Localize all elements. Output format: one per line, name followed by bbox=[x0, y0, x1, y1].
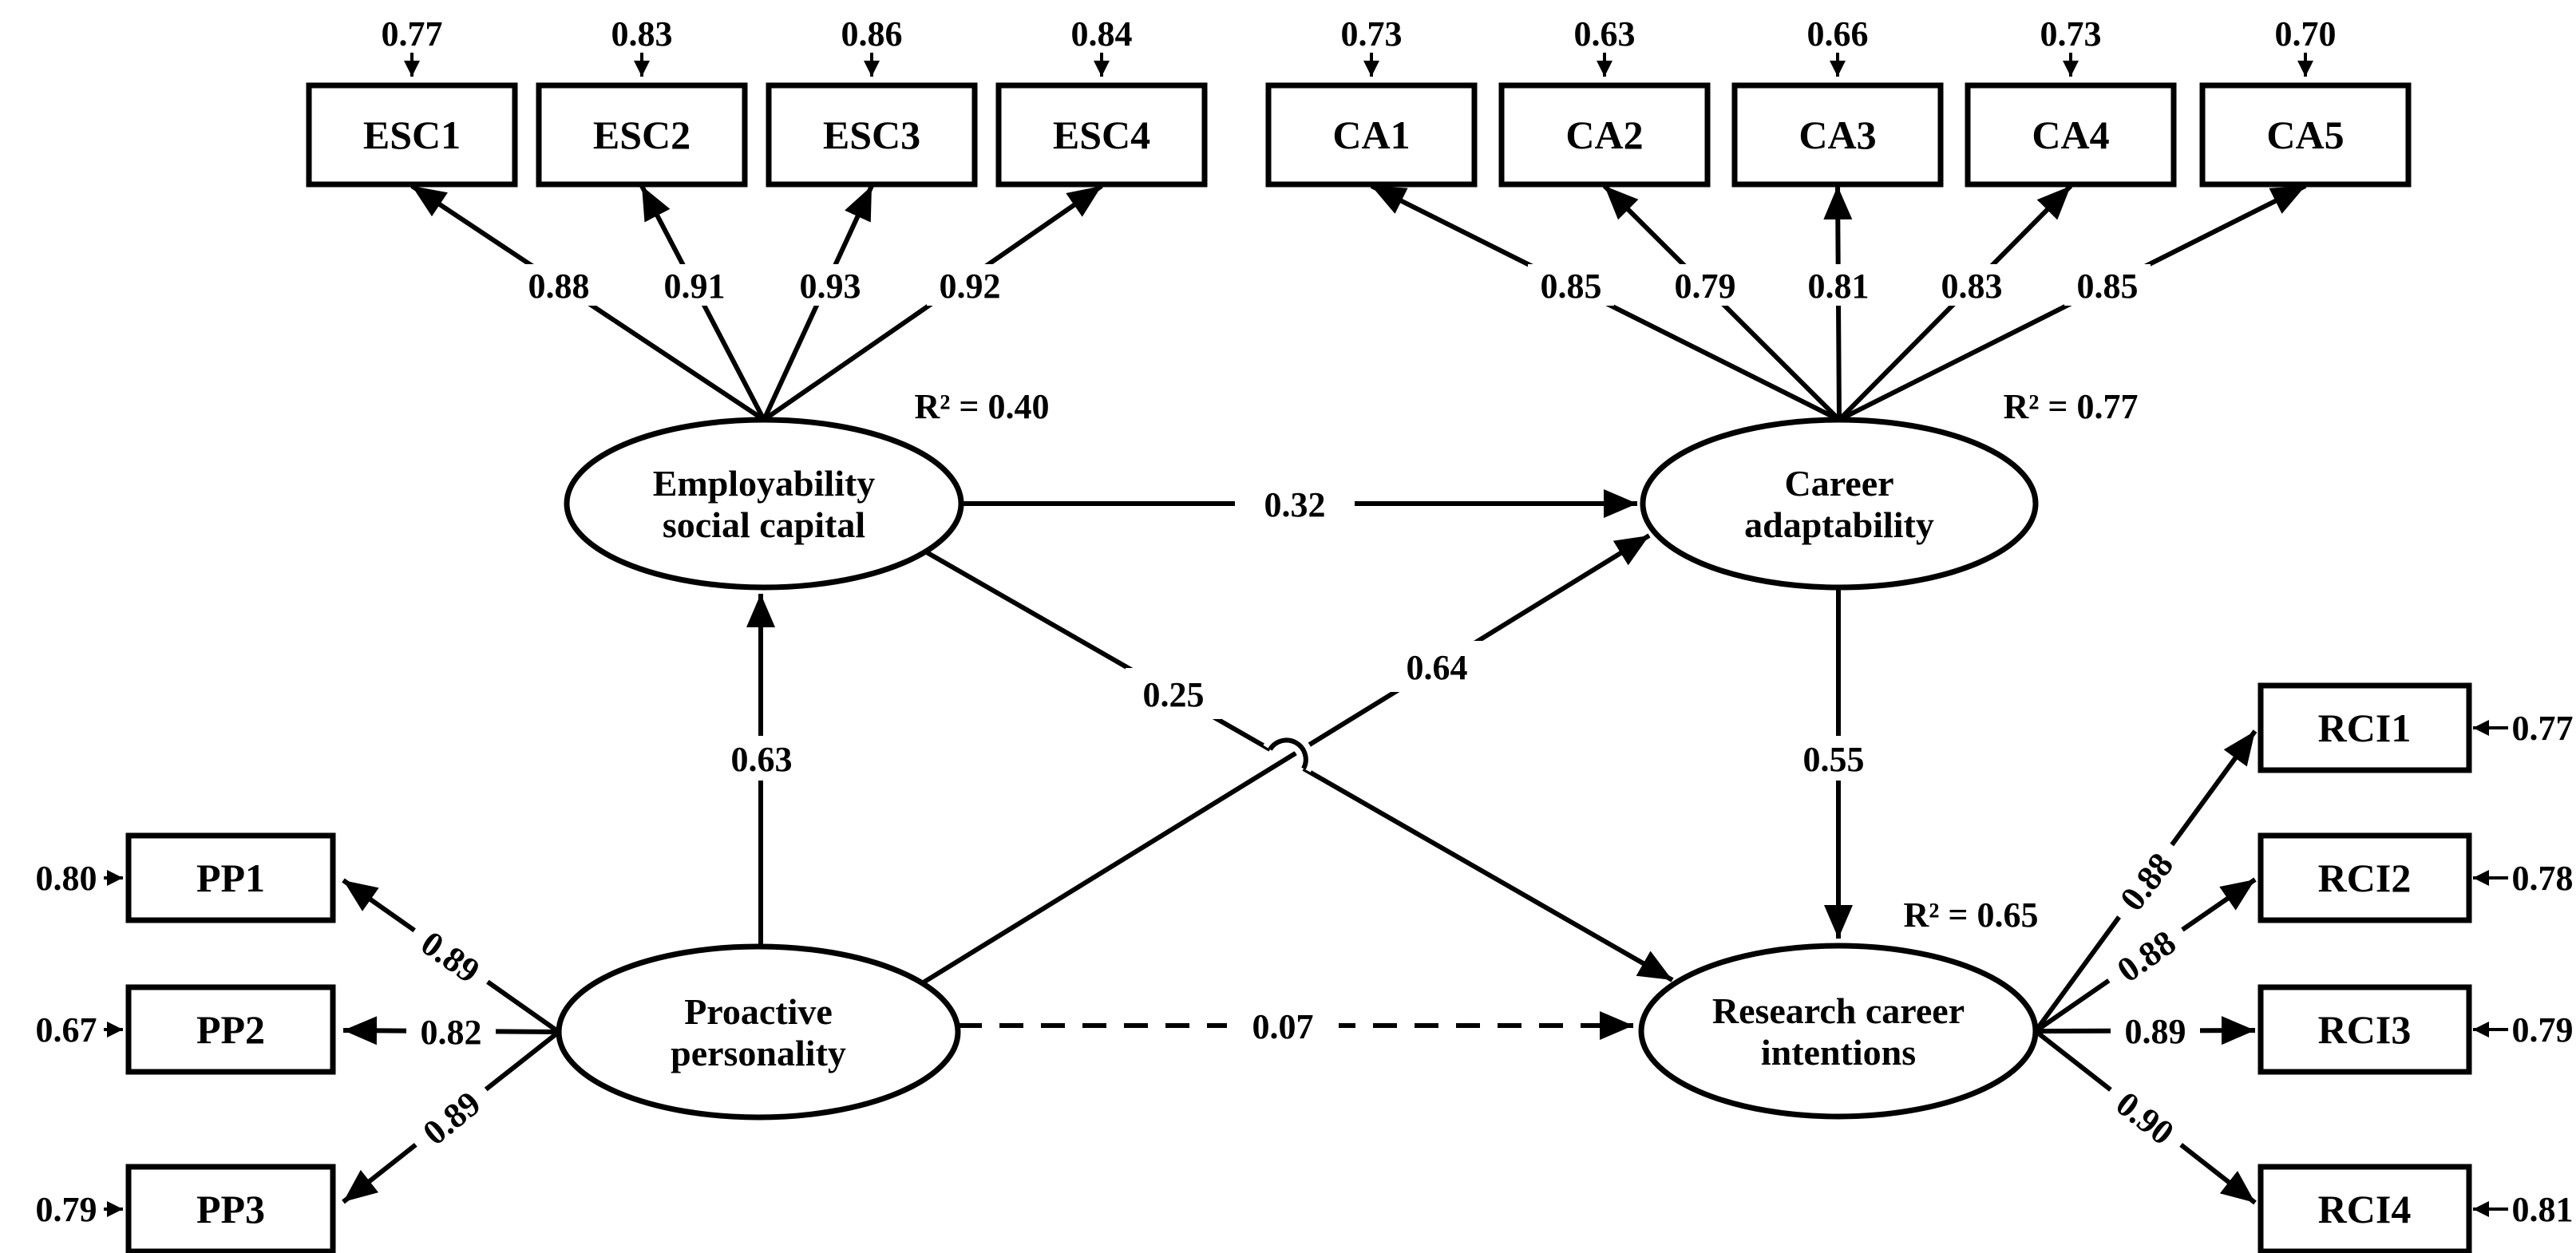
loading-value-rci3: 0.89 bbox=[2125, 1012, 2186, 1051]
indicator-label-esc1: ESC1 bbox=[363, 113, 461, 157]
indicator-box-rci4 bbox=[2257, 1164, 2472, 1253]
indicator-label-esc3: ESC3 bbox=[823, 113, 920, 157]
indicator-label-ca5: CA5 bbox=[2266, 113, 2344, 157]
indicator-box-ca1 bbox=[1265, 82, 1478, 188]
latent-label-ca-line2: adaptability bbox=[1744, 504, 1934, 545]
r2-labels: R² = 0.40 R² = 0.77 R² = 0.65 bbox=[914, 387, 2138, 935]
path-coefficients: 0.63 0.32 0.25 0.64 0.07 0.55 bbox=[718, 480, 1880, 1048]
latent-label-ca-line1: Career bbox=[1784, 463, 1893, 504]
latent-ellipse-rci bbox=[1638, 943, 2039, 1120]
error-value-esc1: 0.77 bbox=[382, 14, 443, 53]
error-value-esc2: 0.83 bbox=[611, 14, 673, 53]
path-coefficient-ca-rci: 0.55 bbox=[1803, 740, 1865, 779]
line-crossing-hop bbox=[1268, 737, 1308, 770]
indicator-box-esc2 bbox=[536, 82, 748, 188]
path-coefficient-pp-rci: 0.07 bbox=[1252, 1007, 1314, 1046]
top-error-values: 0.77 0.83 0.86 0.84 0.73 0.63 0.66 0.73 … bbox=[382, 14, 2337, 53]
indicator-label-ca1: CA1 bbox=[1332, 113, 1410, 157]
top-error-arrows bbox=[404, 53, 2313, 77]
latent-label-pp-line1: Proactive bbox=[684, 991, 833, 1032]
indicator-label-esc2: ESC2 bbox=[593, 113, 690, 157]
indicator-box-esc4 bbox=[995, 82, 1208, 188]
error-value-pp3: 0.79 bbox=[36, 1190, 97, 1229]
path-coefficient-pp-ca: 0.64 bbox=[1407, 648, 1468, 687]
latent-label-esc-line1: Employability bbox=[653, 463, 876, 504]
indicator-box-rci3 bbox=[2257, 984, 2472, 1075]
r2-label-esc: R² = 0.40 bbox=[914, 387, 1049, 426]
error-value-esc3: 0.86 bbox=[841, 14, 903, 53]
latent-label-pp-line2: personality bbox=[671, 1033, 846, 1073]
error-value-rci2: 0.78 bbox=[2512, 859, 2574, 898]
error-value-rci1: 0.77 bbox=[2512, 709, 2574, 748]
error-value-esc4: 0.84 bbox=[1071, 14, 1133, 53]
error-value-pp1: 0.80 bbox=[36, 859, 97, 898]
indicator-label-rci1: RCI1 bbox=[2318, 706, 2412, 750]
latent-ellipse-ca bbox=[1640, 417, 2039, 591]
latent-ellipse-pp bbox=[556, 943, 961, 1121]
error-value-ca3: 0.66 bbox=[1807, 14, 1869, 53]
loading-value-ca4: 0.83 bbox=[1941, 267, 2003, 306]
path-arrow-esc-rci-upper-segment bbox=[924, 549, 1272, 752]
side-error-values: 0.80 0.67 0.79 0.77 0.78 0.79 0.81 bbox=[36, 709, 2574, 1229]
indicator-box-ca5 bbox=[2199, 82, 2412, 188]
indicator-label-pp3: PP3 bbox=[196, 1187, 265, 1231]
latent-ellipses bbox=[556, 417, 2039, 1121]
indicator-box-rci1 bbox=[2257, 682, 2472, 773]
error-value-pp2: 0.67 bbox=[36, 1010, 97, 1049]
loading-value-esc1: 0.88 bbox=[528, 267, 590, 306]
path-coefficient-pp-esc: 0.63 bbox=[731, 740, 793, 779]
indicator-box-ca2 bbox=[1498, 82, 1711, 188]
indicator-box-pp3 bbox=[125, 1164, 336, 1253]
error-value-ca1: 0.73 bbox=[1341, 14, 1403, 53]
path-arrow-esc-rci-lower-segment bbox=[1302, 766, 1674, 982]
indicator-label-rci2: RCI2 bbox=[2318, 856, 2412, 900]
indicator-box-esc3 bbox=[766, 82, 978, 188]
error-value-ca5: 0.70 bbox=[2275, 14, 2337, 53]
latent-labels: Employability social capital Career adap… bbox=[653, 463, 1965, 1073]
indicator-box-pp1 bbox=[125, 832, 336, 923]
indicator-label-pp2: PP2 bbox=[196, 1007, 265, 1052]
loading-value-ca3: 0.81 bbox=[1808, 267, 1870, 306]
indicator-label-rci3: RCI3 bbox=[2318, 1007, 2412, 1052]
loading-value-ca2: 0.79 bbox=[1675, 267, 1736, 306]
loading-value-esc2: 0.91 bbox=[664, 267, 726, 306]
loading-value-ca5: 0.85 bbox=[2077, 267, 2139, 306]
latent-label-esc-line2: social capital bbox=[663, 504, 865, 545]
loading-value-esc3: 0.93 bbox=[800, 267, 861, 306]
loading-value-esc4: 0.92 bbox=[940, 267, 1001, 306]
latent-label-rci-line2: intentions bbox=[1761, 1032, 1916, 1073]
latent-label-rci-line1: Research career bbox=[1712, 990, 1965, 1031]
r2-label-ca: R² = 0.77 bbox=[2003, 387, 2138, 426]
indicator-label-ca3: CA3 bbox=[1798, 113, 1876, 157]
side-error-arrows bbox=[104, 720, 2508, 1217]
loading-value-pp2: 0.82 bbox=[421, 1013, 482, 1052]
r2-label-rci: R² = 0.65 bbox=[1903, 895, 2038, 935]
path-arrow-pp-ca bbox=[920, 533, 1651, 986]
indicator-boxes bbox=[125, 82, 2472, 1253]
indicator-box-ca3 bbox=[1731, 82, 1944, 188]
indicator-label-pp1: PP1 bbox=[196, 856, 265, 900]
path-coefficient-esc-ca: 0.32 bbox=[1264, 485, 1326, 524]
error-value-ca2: 0.63 bbox=[1574, 14, 1636, 53]
indicator-box-esc1 bbox=[306, 82, 518, 188]
loading-value-ca1: 0.85 bbox=[1541, 267, 1602, 306]
indicator-box-rci2 bbox=[2257, 832, 2472, 923]
indicator-labels: ESC1 ESC2 ESC3 ESC4 CA1 CA2 CA3 CA4 CA5 … bbox=[196, 113, 2411, 1231]
indicator-box-ca4 bbox=[1965, 82, 2177, 188]
error-value-rci3: 0.79 bbox=[2512, 1010, 2574, 1049]
indicator-label-ca4: CA4 bbox=[2032, 113, 2109, 157]
error-value-ca4: 0.73 bbox=[2040, 14, 2102, 53]
loading-values: 0.88 0.91 0.93 0.92 0.85 0.79 0.81 0.83 … bbox=[402, 264, 2200, 1161]
latent-ellipse-esc bbox=[564, 417, 964, 591]
indicator-label-esc4: ESC4 bbox=[1053, 113, 1150, 157]
indicator-label-ca2: CA2 bbox=[1565, 113, 1643, 157]
path-coefficient-esc-rci: 0.25 bbox=[1143, 675, 1205, 714]
error-value-rci4: 0.81 bbox=[2512, 1190, 2574, 1229]
indicator-label-rci4: RCI4 bbox=[2318, 1187, 2412, 1231]
indicator-box-pp2 bbox=[125, 984, 336, 1075]
